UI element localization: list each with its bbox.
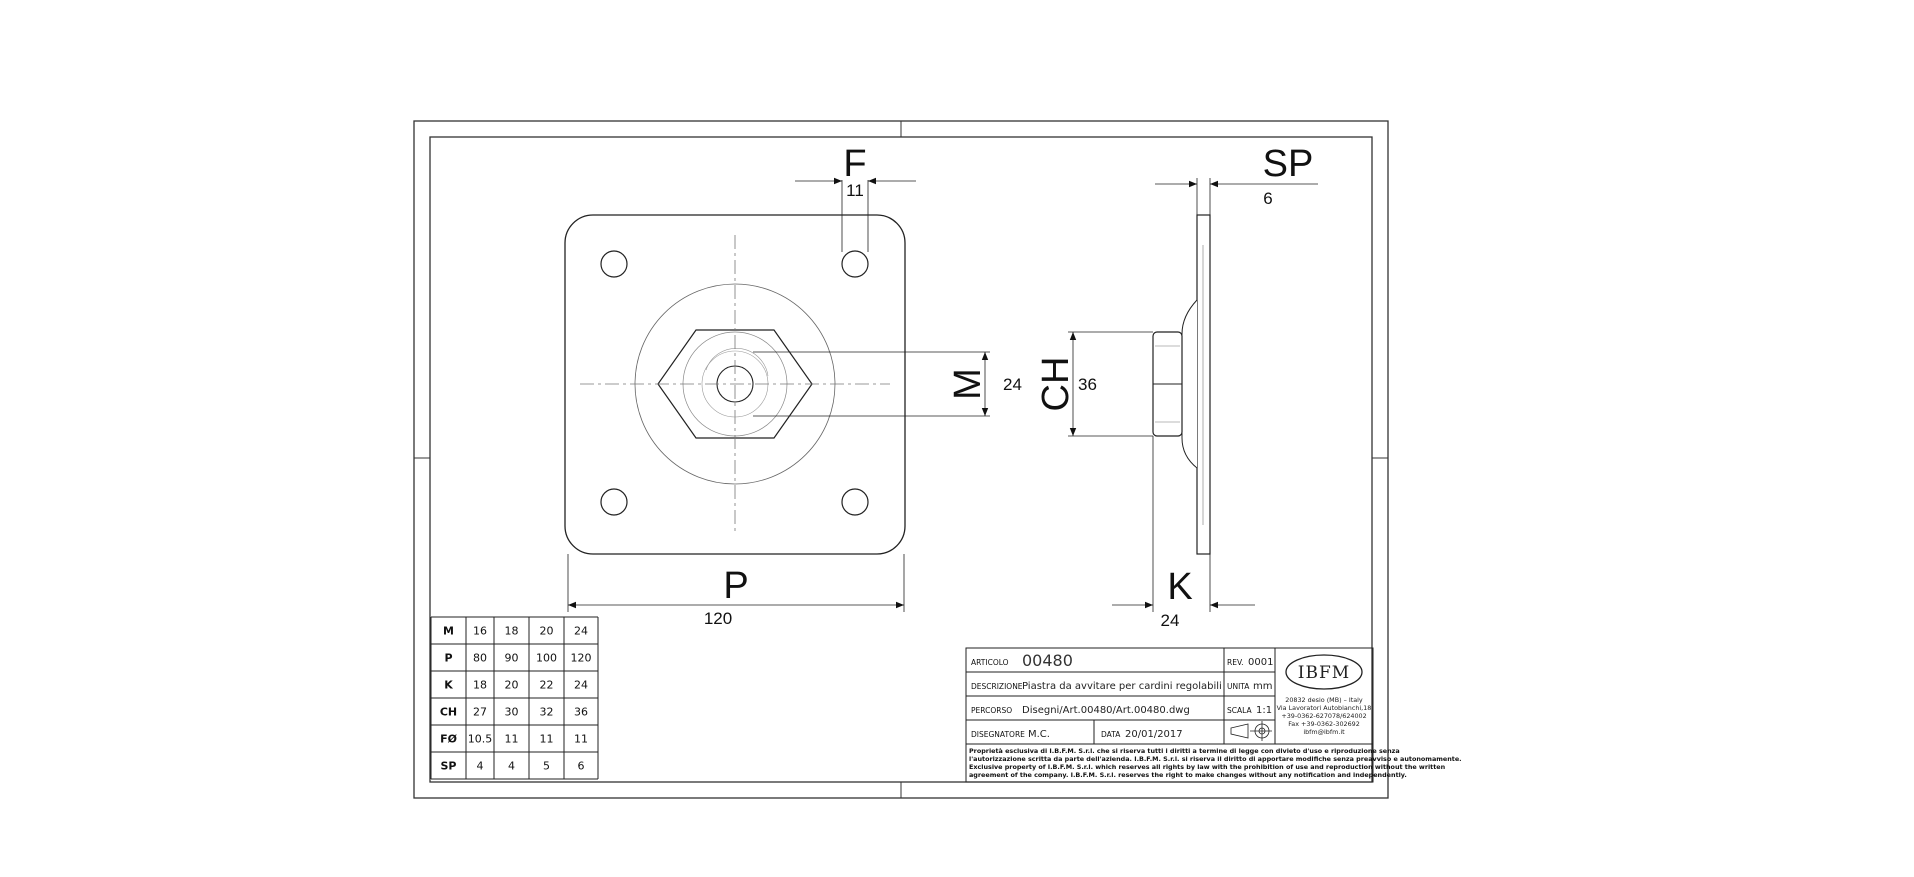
dim-value-ch: 36: [1078, 375, 1097, 394]
legal-notice-line: Proprietà esclusiva di I.B.F.M. S.r.l. c…: [969, 747, 1400, 755]
disegnatore-label: DISEGNATORE: [971, 730, 1025, 739]
size-table-row-head: M: [443, 625, 454, 638]
size-table-cell: 27: [473, 706, 487, 719]
size-table-cell: 5: [543, 760, 550, 773]
articolo-label: ARTICOLO: [971, 658, 1009, 667]
size-table-row-head: SP: [441, 760, 457, 773]
sheet-frame: [413, 120, 1389, 799]
address-line: ibfm@ibfm.it: [1303, 728, 1345, 736]
dimension-p: [567, 554, 905, 612]
size-table-row-head: FØ: [440, 733, 458, 746]
legal-notice: Proprietà esclusiva di I.B.F.M. S.r.l. c…: [969, 747, 1462, 779]
size-table-cell: 10.5: [468, 733, 493, 746]
dimension-sp: [1155, 178, 1318, 215]
descrizione-label: DESCRIZIONE: [971, 682, 1023, 691]
size-table-cell: 4: [508, 760, 515, 773]
plate-side-view: [1152, 214, 1211, 555]
size-table-cell: 32: [540, 706, 554, 719]
rev-label: REV.: [1227, 658, 1244, 667]
title-block: ARTICOLO 00480 REV. 0001 DESCRIZIONE Pia…: [965, 647, 1462, 783]
unita-value: mm: [1253, 681, 1272, 692]
size-table-cell: 22: [540, 679, 554, 692]
projection-symbol-icon: [1230, 721, 1272, 741]
disegnatore-value: M.C.: [1028, 729, 1050, 740]
dimension-m: [753, 351, 990, 417]
address-line: +39-0362-627078/624002: [1281, 712, 1366, 720]
scala-label: SCALA: [1227, 706, 1252, 715]
dim-value-k: 24: [1161, 611, 1180, 630]
data-label: DATA: [1101, 730, 1121, 739]
rev-value: 0001: [1248, 657, 1273, 668]
dim-value-f: 11: [846, 181, 864, 200]
scala-value: 1:1: [1256, 705, 1272, 716]
percorso-label: PERCORSO: [971, 706, 1012, 715]
hole-bottom-left: [600, 488, 628, 516]
size-table-cell: 11: [540, 733, 554, 746]
dim-value-sp: 6: [1263, 189, 1272, 208]
company-logo: IBFM: [1285, 654, 1363, 690]
size-table-cell: 18: [473, 679, 487, 692]
size-table-cell: 36: [574, 706, 588, 719]
size-table-row-head: K: [444, 679, 453, 692]
descrizione-value: Piastra da avvitare per cardini regolabi…: [1022, 681, 1222, 692]
size-table-cell: 18: [505, 625, 519, 638]
legal-notice-line: Exclusive property of I.B.F.M. S.r.l. wh…: [969, 763, 1446, 771]
size-table-cell: 11: [574, 733, 588, 746]
hole-bottom-right: [841, 488, 869, 516]
legal-notice-line: agreement of the company. I.B.F.M. S.r.l…: [969, 771, 1407, 779]
address-line: 20832 desio (MB) – Italy: [1285, 696, 1363, 704]
size-table-row-head: CH: [440, 706, 457, 719]
size-table-cell: 11: [505, 733, 519, 746]
size-table-cell: 90: [505, 652, 519, 665]
address-line: Via Lavoratori Autobianchi,18: [1277, 704, 1372, 712]
size-table-cell: 80: [473, 652, 487, 665]
size-table-cell: 20: [540, 625, 554, 638]
svg-text:IBFM: IBFM: [1298, 663, 1350, 683]
dim-label-p: P: [723, 565, 748, 607]
dim-label-sp: SP: [1263, 143, 1314, 185]
dimension-k: [1112, 436, 1255, 612]
dim-value-p: 120: [704, 609, 732, 628]
hole-top-right: [841, 250, 869, 278]
articolo-value: 00480: [1022, 651, 1073, 670]
size-table-cell: 6: [578, 760, 585, 773]
address-line: Fax +39-0362-302692: [1288, 720, 1360, 728]
size-table-cell: 120: [571, 652, 592, 665]
legal-notice-line: l'autorizzazione scritta da parte dell'a…: [969, 755, 1462, 763]
size-table-cell: 30: [505, 706, 519, 719]
dimension-f: [795, 177, 916, 252]
size-table-cell: 100: [536, 652, 557, 665]
unita-label: UNITA: [1227, 682, 1250, 691]
percorso-value: Disegni/Art.00480/Art.00480.dwg: [1022, 705, 1190, 716]
data-value: 20/01/2017: [1125, 729, 1183, 740]
dim-value-m: 24: [1003, 375, 1022, 394]
size-table-cell: 24: [574, 679, 588, 692]
dim-label-m: M: [947, 368, 989, 400]
size-table-cell: 4: [477, 760, 484, 773]
size-table-cell: 16: [473, 625, 487, 638]
size-table-cell: 24: [574, 625, 588, 638]
plate-front-view: [564, 214, 906, 555]
dimension-ch: [1068, 331, 1153, 437]
dim-label-ch: CH: [1035, 357, 1077, 412]
dim-label-f: F: [843, 143, 866, 185]
size-table-row-head: P: [444, 652, 452, 665]
dim-label-k: K: [1167, 566, 1192, 608]
hole-top-left: [600, 250, 628, 278]
size-table-cell: 20: [505, 679, 519, 692]
